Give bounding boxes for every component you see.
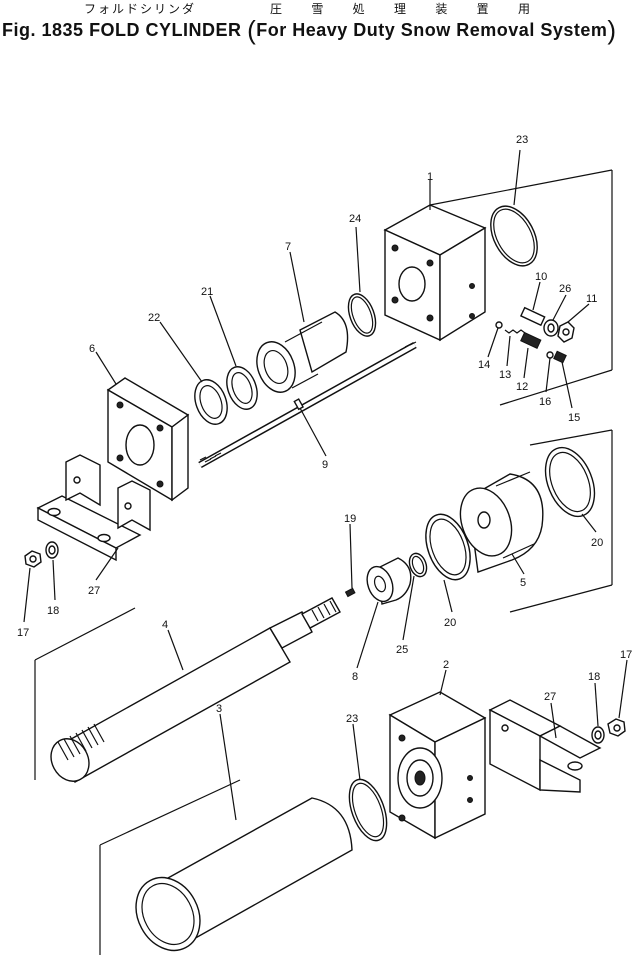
title-japanese: フォルドシリンダ — [84, 2, 197, 16]
callout-4: 4 — [162, 619, 168, 631]
part-5-piston — [459, 471, 544, 573]
callout-24: 24 — [349, 213, 361, 225]
part-27-bracket-left — [36, 454, 151, 562]
part-22-seal — [194, 379, 228, 425]
part-8-collar — [366, 557, 412, 605]
subtitle-japanese: 圧 雪 処 理 装 置 用 — [270, 2, 544, 16]
figure-name: FOLD CYLINDER — [89, 20, 242, 40]
part-9-tie-rod — [198, 341, 417, 469]
callout-18-left: 18 — [47, 605, 59, 617]
callout-16: 16 — [539, 396, 551, 408]
callout-3: 3 — [216, 703, 222, 715]
group-bracket-head — [429, 169, 613, 406]
part-13-spring — [504, 329, 526, 334]
part-3-cylinder-tube — [135, 797, 353, 952]
callout-9: 9 — [322, 459, 328, 471]
callout-1: 1 — [427, 171, 433, 183]
part-20-ring-left — [425, 513, 471, 581]
part-17-nut-right — [607, 718, 626, 737]
callout-20-left: 20 — [444, 617, 456, 629]
part-18-washer-left — [45, 541, 59, 559]
part-2-rod-head — [388, 691, 487, 840]
part-1-head-block — [383, 204, 487, 342]
callout-22: 22 — [148, 312, 160, 324]
open-paren-glyph: ( — [247, 15, 257, 45]
callout-14: 14 — [478, 359, 490, 371]
part-11-nut — [557, 321, 575, 343]
callout-21: 21 — [201, 286, 213, 298]
part-25-o-ring — [408, 552, 428, 578]
part-14-ball — [495, 321, 503, 329]
part-21-seal — [226, 366, 258, 410]
leader-lines — [23, 149, 628, 821]
callout-6: 6 — [89, 343, 95, 355]
part-7-gland — [256, 311, 349, 393]
part-23-o-ring-bottom — [348, 778, 388, 842]
part-27-bracket-right — [488, 699, 602, 793]
callout-5: 5 — [520, 577, 526, 589]
callout-11: 11 — [586, 293, 597, 305]
group-bracket-rod — [34, 607, 136, 780]
part-19-set-screw — [344, 587, 356, 598]
part-23-o-ring-top — [490, 205, 538, 267]
part-24-o-ring — [347, 293, 377, 337]
callout-7: 7 — [285, 241, 291, 253]
callout-12: 12 — [516, 381, 528, 393]
callout-26: 26 — [559, 283, 571, 295]
group-bracket-tube — [99, 779, 241, 955]
part-4-piston-rod — [50, 597, 341, 783]
part-26-washer — [543, 319, 559, 337]
part-10-check-valve — [519, 306, 546, 327]
part-16-ball — [546, 351, 554, 359]
part-18-washer-right — [591, 726, 605, 744]
callout-20-right: 20 — [591, 537, 603, 549]
callout-2: 2 — [443, 659, 449, 671]
callout-10: 10 — [535, 271, 547, 283]
callout-23-bottom: 23 — [346, 713, 358, 725]
figure-subtitle: For Heavy Duty Snow Removal System — [256, 20, 608, 40]
callout-17-left: 17 — [17, 627, 29, 639]
part-6-end-plate — [106, 377, 190, 502]
callout-19: 19 — [344, 513, 356, 525]
callout-13: 13 — [499, 369, 511, 381]
callout-15: 15 — [568, 412, 580, 424]
part-20-ring-right — [544, 446, 596, 518]
close-paren-glyph: ) — [607, 15, 617, 45]
callout-27-left: 27 — [88, 585, 100, 597]
callout-27-right: 27 — [544, 691, 556, 703]
part-15-plug — [553, 350, 567, 364]
part-17-nut-left — [24, 550, 42, 568]
callout-25: 25 — [396, 644, 408, 656]
callout-17-right: 17 — [620, 649, 632, 661]
callout-8: 8 — [352, 671, 358, 683]
group-bracket-piston — [509, 429, 613, 613]
part-12-plug — [520, 331, 542, 349]
callout-23-top: 23 — [516, 134, 528, 146]
figure-title: Fig. 1835 FOLD CYLINDER (For Heavy Duty … — [2, 15, 617, 46]
figure-number: Fig. 1835 — [2, 20, 84, 40]
callout-18-right: 18 — [588, 671, 600, 683]
